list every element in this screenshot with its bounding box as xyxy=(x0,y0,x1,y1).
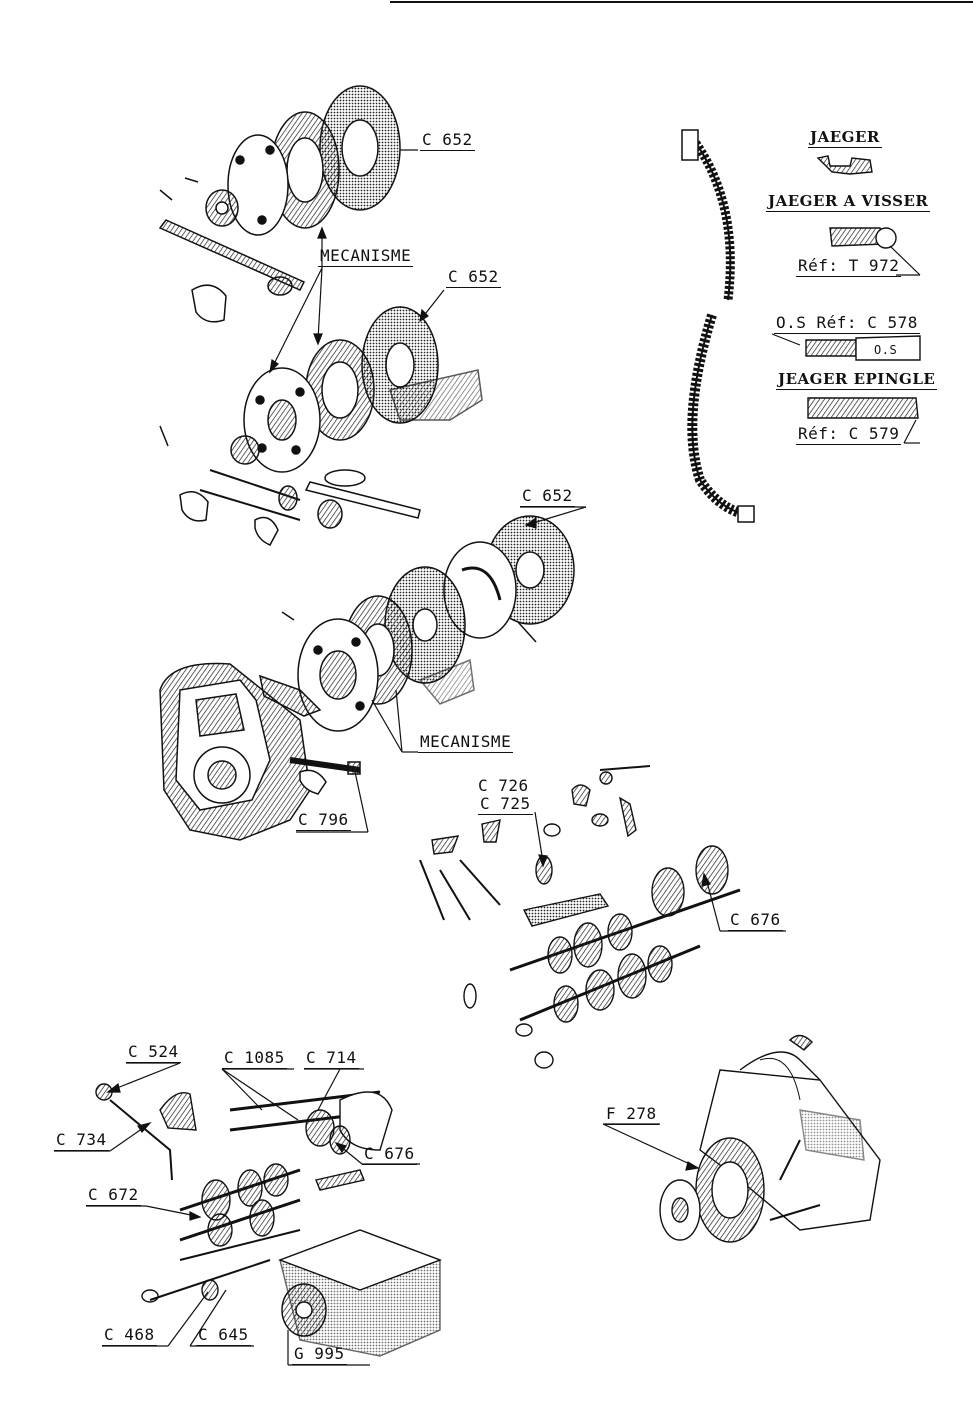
label-c676-right: C 676 xyxy=(728,910,783,931)
label-f278: F 278 xyxy=(604,1104,659,1125)
label-jaeger-a-visser: JAEGER A VISSER xyxy=(766,192,931,212)
gearbox-internals-exploded xyxy=(419,765,741,1069)
label-c645: C 645 xyxy=(196,1325,251,1346)
label-c652-lower: C 652 xyxy=(520,486,575,507)
label-ref-c579: Réf: C 579 xyxy=(796,424,902,445)
label-jeager-epingle: JEAGER EPINGLE xyxy=(776,370,938,390)
label-os-tag: O.S xyxy=(874,343,898,357)
label-c1085: C 1085 xyxy=(222,1048,287,1069)
label-mecanisme-lower: MECANISME xyxy=(418,732,514,753)
cable-fittings xyxy=(805,155,921,419)
label-c726: C 726 xyxy=(478,776,529,795)
gearbox-with-overdrive xyxy=(659,1034,881,1243)
clutch-bellhousing-assembly xyxy=(159,515,575,841)
label-ref-t972: Réf: T 972 xyxy=(796,256,902,277)
label-c734: C 734 xyxy=(54,1130,109,1151)
label-c652-top: C 652 xyxy=(420,130,475,151)
label-c796: C 796 xyxy=(296,810,351,831)
speedometer-cable xyxy=(681,129,755,523)
label-jaeger: JAEGER xyxy=(808,128,882,148)
label-c725: C 725 xyxy=(478,794,533,815)
clutch-assembly-middle xyxy=(159,306,483,546)
label-g995: G 995 xyxy=(292,1344,347,1365)
label-c652-middle: C 652 xyxy=(446,267,501,288)
label-c672: C 672 xyxy=(86,1185,141,1206)
label-c468: C 468 xyxy=(102,1325,157,1346)
clutch-assembly-top xyxy=(158,85,401,323)
label-c676-left: C 676 xyxy=(362,1144,417,1165)
label-os-ref-c578: O.S Réf: C 578 xyxy=(774,313,920,334)
label-c524: C 524 xyxy=(126,1042,181,1063)
label-c714: C 714 xyxy=(304,1048,359,1069)
label-mecanisme-top: MECANISME xyxy=(318,246,414,267)
